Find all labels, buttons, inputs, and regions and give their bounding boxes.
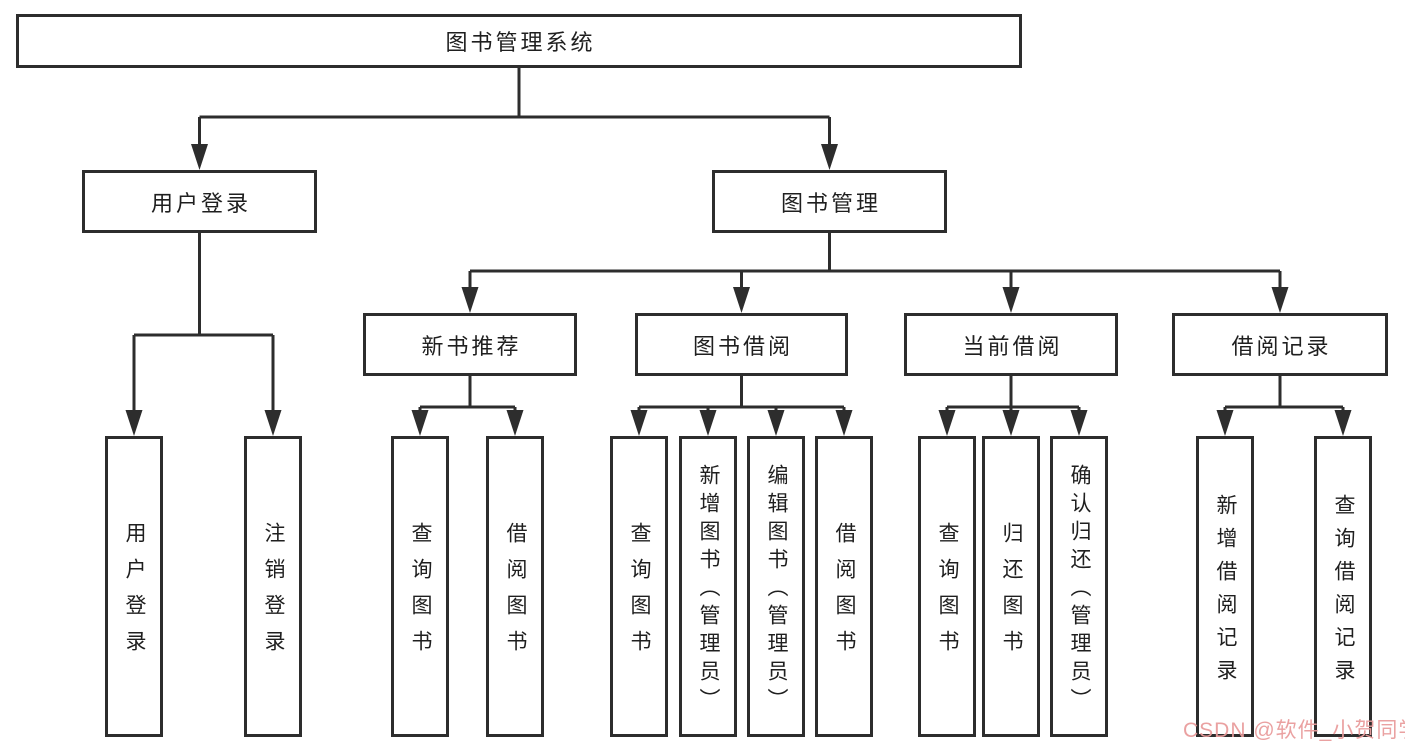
node-new-books-label: 新书推荐	[421, 333, 522, 359]
leaf-user-login-0: 用户登录	[105, 436, 163, 737]
node-book-borrow: 图书借阅	[635, 313, 848, 376]
watermark-text: CSDN @软件_小贺同学	[1183, 719, 1405, 742]
leaf-current-borrow-0-label: 查询图书	[936, 521, 959, 666]
leaf-borrow-records-1-label: 查询借阅记录	[1332, 493, 1355, 692]
leaf-new-books-0: 查询图书	[391, 436, 449, 737]
leaf-new-books-1: 借阅图书	[486, 436, 544, 737]
node-root-label: 图书管理系统	[445, 30, 596, 55]
node-user-login: 用户登录	[82, 170, 317, 233]
leaf-book-borrow-2: 编辑图书（管理员）	[747, 436, 805, 737]
node-new-books: 新书推荐	[363, 313, 577, 376]
leaf-book-borrow-3-label: 借阅图书	[833, 521, 856, 666]
leaf-borrow-records-0: 新增借阅记录	[1196, 436, 1254, 737]
node-book-borrow-label: 图书借阅	[692, 333, 793, 359]
leaf-user-login-1-label: 注销登录	[262, 521, 285, 666]
node-user-login-label: 用户登录	[150, 190, 251, 216]
node-book-mgmt-label: 图书管理	[780, 190, 881, 216]
leaf-book-borrow-3: 借阅图书	[815, 436, 873, 737]
leaf-book-borrow-1-label: 新增图书（管理员）	[697, 463, 720, 716]
leaf-book-borrow-0: 查询图书	[610, 436, 668, 737]
leaf-user-login-1: 注销登录	[244, 436, 302, 737]
node-root: 图书管理系统	[16, 14, 1022, 68]
leaf-user-login-0-label: 用户登录	[123, 521, 146, 666]
leaf-book-borrow-2-label: 编辑图书（管理员）	[765, 463, 788, 716]
leaf-new-books-1-label: 借阅图书	[504, 521, 527, 666]
leaf-book-borrow-1: 新增图书（管理员）	[679, 436, 737, 737]
leaf-book-borrow-0-label: 查询图书	[628, 521, 651, 666]
leaf-new-books-0-label: 查询图书	[409, 521, 432, 666]
node-current-borrow-label: 当前借阅	[962, 333, 1063, 359]
node-book-mgmt: 图书管理	[712, 170, 947, 233]
node-borrow-records: 借阅记录	[1172, 313, 1388, 376]
node-borrow-records-label: 借阅记录	[1231, 333, 1332, 359]
leaf-borrow-records-1: 查询借阅记录	[1314, 436, 1372, 737]
leaf-current-borrow-1-label: 归还图书	[1000, 521, 1023, 666]
leaf-current-borrow-0: 查询图书	[918, 436, 976, 737]
node-current-borrow: 当前借阅	[904, 313, 1118, 376]
leaf-current-borrow-1: 归还图书	[982, 436, 1040, 737]
leaf-current-borrow-2: 确认归还（管理员）	[1050, 436, 1108, 737]
leaf-borrow-records-0-label: 新增借阅记录	[1214, 493, 1237, 692]
leaf-current-borrow-2-label: 确认归还（管理员）	[1068, 463, 1091, 716]
